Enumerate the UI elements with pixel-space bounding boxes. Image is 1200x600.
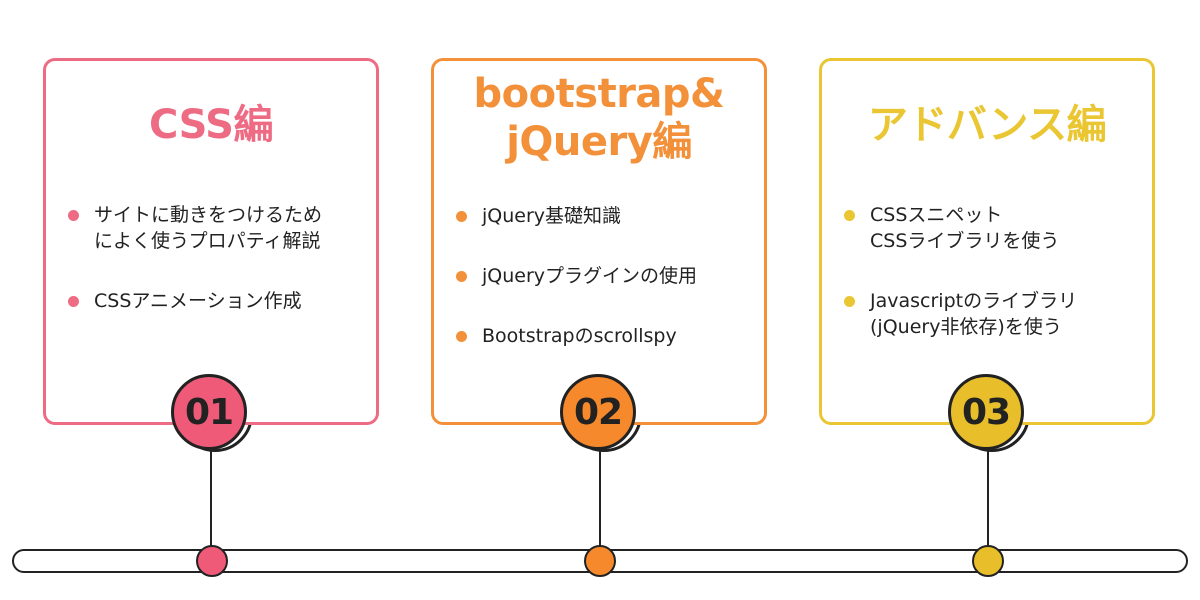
bullet-text-line: CSSアニメーション作成 [94, 290, 302, 312]
bullet-text-line: CSSライブラリを使う [870, 230, 1060, 252]
step-number-badge: 02 [560, 374, 642, 452]
bullet-dot-icon [456, 331, 467, 342]
bullet-dot-icon [68, 210, 79, 221]
list-item: サイトに動きをつけるため によく使うプロパティ解説 [64, 202, 364, 254]
bullet-dot-icon [844, 210, 855, 221]
connector-line [987, 446, 989, 550]
bullet-text-line: Bootstrapのscrollspy [482, 325, 677, 347]
step-title-line: jQuery編 [506, 119, 692, 165]
step-title-line: CSS編 [149, 102, 273, 148]
step-title-line: bootstrap& [473, 71, 725, 117]
step-number-badge: 03 [948, 374, 1030, 452]
list-item: CSSアニメーション作成 [64, 288, 364, 314]
bullet-text-line: jQueryプラグインの使用 [482, 265, 698, 287]
timeline-node [584, 545, 616, 577]
bullet-dot-icon [68, 296, 79, 307]
step-card-css: CSS編 サイトに動きをつけるため によく使うプロパティ解説 CSSアニメーショ… [43, 58, 379, 425]
bullet-list: サイトに動きをつけるため によく使うプロパティ解説 CSSアニメーション作成 [64, 202, 364, 348]
connector-line [210, 446, 212, 550]
step-number-badge: 01 [171, 374, 253, 452]
list-item: CSSスニペット CSSライブラリを使う [840, 202, 1140, 254]
bullet-text-line: サイトに動きをつけるため [94, 204, 323, 226]
step-title: アドバンス編 [822, 101, 1152, 149]
bullet-text-line: によく使うプロパティ解説 [94, 230, 321, 252]
bullet-list: CSSスニペット CSSライブラリを使う Javascriptのライブラリ (j… [840, 202, 1140, 374]
bullet-dot-icon [456, 271, 467, 282]
step-number: 01 [184, 391, 234, 433]
list-item: Bootstrapのscrollspy [452, 323, 752, 349]
bullet-text-line: CSSスニペット [870, 204, 1003, 226]
list-item: Javascriptのライブラリ (jQuery非依存)を使う [840, 288, 1140, 340]
step-card-bootstrap-jquery: bootstrap& jQuery編 jQuery基礎知識 jQueryプラグイ… [431, 58, 767, 425]
list-item: jQueryプラグインの使用 [452, 263, 752, 289]
timeline-node [196, 545, 228, 577]
step-title: bootstrap& jQuery編 [434, 70, 764, 166]
connector-line [599, 446, 601, 550]
step-card-advanced: アドバンス編 CSSスニペット CSSライブラリを使う Javascriptのラ… [819, 58, 1155, 425]
timeline-node [972, 545, 1004, 577]
bullet-text-line: jQuery基礎知識 [482, 205, 622, 227]
step-title-line: アドバンス編 [867, 102, 1107, 148]
bullet-text-line: Javascriptのライブラリ [870, 290, 1078, 312]
bullet-dot-icon [844, 296, 855, 307]
bullet-text-line: (jQuery非依存)を使う [870, 316, 1062, 338]
bullet-list: jQuery基礎知識 jQueryプラグインの使用 Bootstrapのscro… [452, 203, 752, 383]
step-number: 02 [573, 391, 623, 433]
bullet-dot-icon [456, 211, 467, 222]
step-number: 03 [961, 391, 1011, 433]
step-title: CSS編 [46, 101, 376, 149]
list-item: jQuery基礎知識 [452, 203, 752, 229]
